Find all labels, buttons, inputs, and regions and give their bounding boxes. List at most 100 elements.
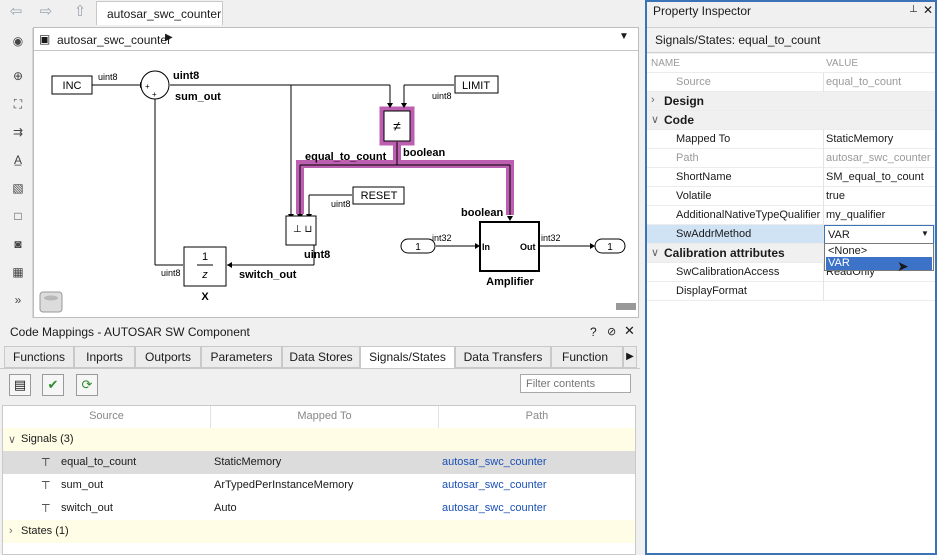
amplifier-name: Amplifier <box>486 276 534 288</box>
path-link[interactable]: autosar_swc_counter <box>442 456 547 468</box>
code-mappings-title: Code Mappings - AUTOSAR SW Component <box>10 325 250 339</box>
zoom-in-icon[interactable]: ⊕ <box>12 69 24 83</box>
mappings-table: Source Mapped To Path ∨ Signals (3) ⊤ eq… <box>2 405 636 555</box>
property-inspector: Property Inspector ⊥ ✕ Signals/States: e… <box>645 0 937 555</box>
model-canvas[interactable]: ▣ autosar_swc_counter ▶ ▼ <box>33 27 639 318</box>
table-row[interactable]: ⊤ equal_to_count StaticMemory autosar_sw… <box>3 451 635 474</box>
help-icon[interactable]: ? <box>590 325 597 339</box>
expand-caret-icon: ∨ <box>651 247 660 259</box>
delay-name: X <box>201 291 209 303</box>
dropdown-option-none[interactable]: <None> <box>828 245 868 257</box>
path-link[interactable]: autosar_swc_counter <box>442 479 547 491</box>
outport-type: int32 <box>541 233 561 243</box>
up-arrow-icon[interactable]: ⇧ <box>73 3 87 20</box>
refresh-icon: ⟳ <box>81 377 93 392</box>
plus-sign-2: + <box>152 90 157 99</box>
limit-type: uint8 <box>432 91 452 101</box>
tab-outports[interactable]: Outports <box>135 346 201 368</box>
outport-block: 1 <box>607 242 613 253</box>
column-source[interactable]: Source <box>3 406 211 428</box>
dropdown-option-var[interactable]: VAR <box>826 257 932 270</box>
table-icon: ▤ <box>13 377 27 392</box>
property-table: NAME VALUE Source equal_to_count › Desig… <box>647 54 935 553</box>
tab-data-stores[interactable]: Data Stores <box>282 346 360 368</box>
close-icon[interactable]: ✕ <box>923 3 934 17</box>
code-section[interactable]: ∨ Code <box>647 111 935 130</box>
delay-denominator: z <box>201 269 208 281</box>
states-group-row[interactable]: › States (1) <box>3 520 635 543</box>
signals-group-label: Signals (3) <box>21 433 74 445</box>
path-arrow-icon: ▶ <box>165 32 173 43</box>
signals-group-row[interactable]: ∨ Signals (3) <box>3 428 635 451</box>
name-column-header: NAME <box>651 58 680 69</box>
refresh-button[interactable]: ⟳ <box>76 374 98 396</box>
table-row[interactable]: ⊤ switch_out Auto autosar_swc_counter <box>41 502 547 515</box>
reset-type: uint8 <box>331 199 351 209</box>
inport-type: int32 <box>432 233 452 243</box>
signal-icon: ⊤ <box>41 503 51 515</box>
close-icon[interactable]: ✕ <box>624 323 635 338</box>
tab-signals-states[interactable]: Signals/States <box>360 346 455 369</box>
tab-scroll-right-icon[interactable]: ▶ <box>623 346 637 368</box>
table-row[interactable]: ⊤ sum_out ArTypedPerInstanceMemory autos… <box>41 479 547 492</box>
block-diagram: INC uint8 + + uint8 sum_out LIMIT uint8 … <box>39 70 636 313</box>
value-column-header: VALUE <box>826 58 859 69</box>
collapsed-caret-icon: › <box>651 94 655 106</box>
expand-caret-icon: ∨ <box>8 434 17 446</box>
amp-out-label: Out <box>520 242 536 252</box>
resize-grip-icon <box>616 303 636 310</box>
compare-block: ≠ <box>393 118 401 134</box>
camera-icon[interactable]: ◙ <box>14 237 22 251</box>
chevron-down-icon[interactable]: ▼ <box>619 31 629 42</box>
tab-inports[interactable]: Inports <box>74 346 135 368</box>
address-bar[interactable]: ▣ autosar_swc_counter ▶ ▼ <box>34 28 638 51</box>
tab-parameters[interactable]: Parameters <box>201 346 282 368</box>
collapsed-caret-icon: › <box>9 525 13 537</box>
area-icon[interactable]: □ <box>14 209 22 223</box>
back-arrow-icon[interactable]: ⇦ <box>9 3 23 20</box>
boolean-amp-label: boolean <box>461 207 503 219</box>
column-mapped-to[interactable]: Mapped To <box>211 406 439 428</box>
tab-functions[interactable]: Functions <box>4 346 74 368</box>
code-mappings-tabs: Functions Inports Outports Parameters Da… <box>4 346 638 369</box>
hide-browser-icon[interactable]: ◉ <box>12 34 24 48</box>
editor-tab[interactable]: autosar_swc_counter <box>96 1 223 25</box>
column-path[interactable]: Path <box>525 410 549 422</box>
expand-caret-icon: ∨ <box>651 114 660 126</box>
plus-sign-1: + <box>145 82 150 91</box>
tab-function[interactable]: Function <box>551 346 623 368</box>
dropdown-list: <None> VAR <box>824 243 934 271</box>
undock-icon[interactable]: ⊘ <box>607 326 617 338</box>
chevron-down-icon: ▼ <box>921 229 929 238</box>
forward-arrow-icon[interactable]: ⇨ <box>39 3 53 20</box>
switch-glyph: ⊥ ⊔ <box>293 224 312 235</box>
image-icon[interactable]: ▧ <box>12 181 24 195</box>
editor-tab-label: autosar_swc_counter <box>107 7 222 21</box>
tool-palette: ◉ ⊕ ⛶ ⇉ A̲ ▧ □ ◙ ▦ » <box>0 28 33 318</box>
model-browser-icon[interactable]: ▦ <box>12 265 24 279</box>
address-path: autosar_swc_counter <box>57 33 172 47</box>
switch-out-label: switch_out <box>239 269 297 281</box>
swaddrmethod-dropdown[interactable]: VAR ▼ <box>824 225 934 244</box>
path-link[interactable]: autosar_swc_counter <box>442 502 547 514</box>
more-icon[interactable]: » <box>14 293 22 307</box>
states-group-label: States (1) <box>21 525 69 537</box>
design-section[interactable]: › Design <box>647 92 935 111</box>
signal-icon: ⊤ <box>41 457 51 469</box>
equal-to-count-label: equal_to_count <box>305 151 387 163</box>
tab-data-transfers[interactable]: Data Transfers <box>455 346 551 368</box>
inc-block: INC <box>63 80 82 92</box>
fit-view-icon[interactable]: ⛶ <box>13 97 23 111</box>
inc-type: uint8 <box>98 72 118 82</box>
pin-icon[interactable]: ⊥ <box>909 4 918 15</box>
boolean-top-label: boolean <box>403 147 445 159</box>
limit-block: LIMIT <box>462 80 490 92</box>
annotation-icon[interactable]: A̲ <box>13 153 22 167</box>
validate-button[interactable]: ✔ <box>42 374 64 396</box>
filter-input[interactable] <box>520 374 631 393</box>
mouse-cursor-icon: ➤ <box>897 258 909 274</box>
database-icon <box>44 295 58 301</box>
delay-in-type: uint8 <box>161 268 181 278</box>
configure-button[interactable]: ▤ <box>9 374 31 396</box>
arrow-icon[interactable]: ⇉ <box>12 125 24 139</box>
